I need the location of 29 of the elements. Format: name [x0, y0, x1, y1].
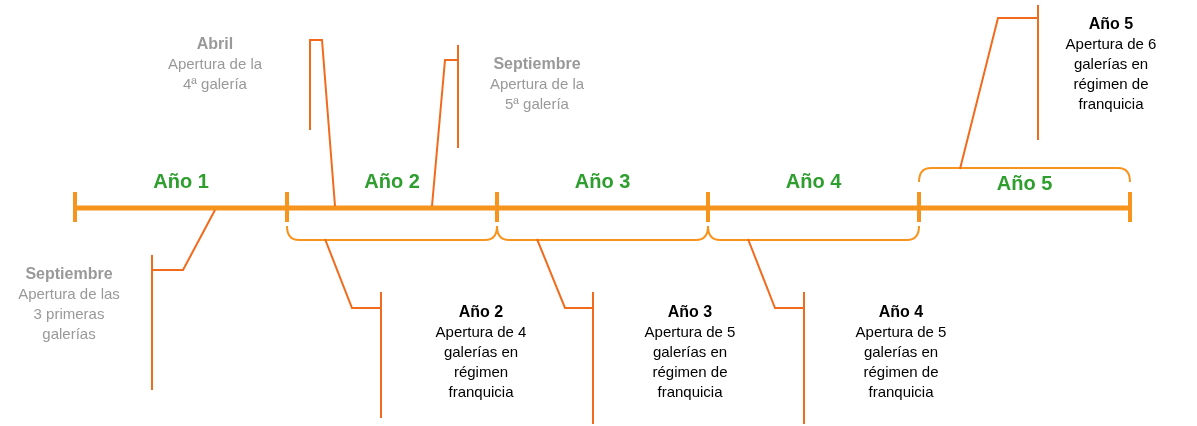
year-label: Año 2: [363, 170, 421, 193]
callout-heading: Año 2: [457, 302, 505, 322]
callout-heading: Año 4: [877, 302, 925, 322]
curly-bracket: [496, 225, 709, 241]
year-label: Año 3: [573, 170, 632, 193]
callout-heading: Septiembre: [24, 264, 114, 284]
leader-line: [151, 209, 216, 391]
year-label: Año 1: [152, 170, 210, 193]
callout-heading: Abril: [195, 34, 235, 54]
year-label: Año 5: [995, 172, 1054, 195]
leader-line: [536, 238, 594, 425]
callout-text: Apertura de la 5ª galería: [488, 74, 586, 114]
callout-heading: Año 3: [666, 302, 714, 322]
year-label: Año 4: [784, 170, 843, 193]
callout-text: Apertura de la 4ª galería: [166, 54, 264, 94]
leader-line: [324, 238, 382, 419]
callout-text: Apertura de las 3 primeras galerías: [17, 284, 121, 344]
leader-line: [747, 238, 805, 425]
callout-text: Apertura de 5 galerías en régimen de franquicia: [854, 322, 948, 402]
curly-bracket: [707, 225, 920, 241]
callout-text: Apertura de 5 galerías en régimen de franquicia: [643, 322, 737, 402]
leader-line: [309, 39, 336, 207]
callout-text: Apertura de 4 galerías en régimen franquicia: [434, 322, 528, 402]
callout-heading: Año 5: [1087, 14, 1135, 34]
curly-bracket: [286, 225, 498, 241]
callout-text: Apertura de 6 galerías en régimen de franquicia: [1064, 34, 1158, 114]
leader-line: [431, 44, 459, 207]
leader-line: [959, 4, 1039, 170]
callout-heading: Septiembre: [492, 54, 582, 74]
